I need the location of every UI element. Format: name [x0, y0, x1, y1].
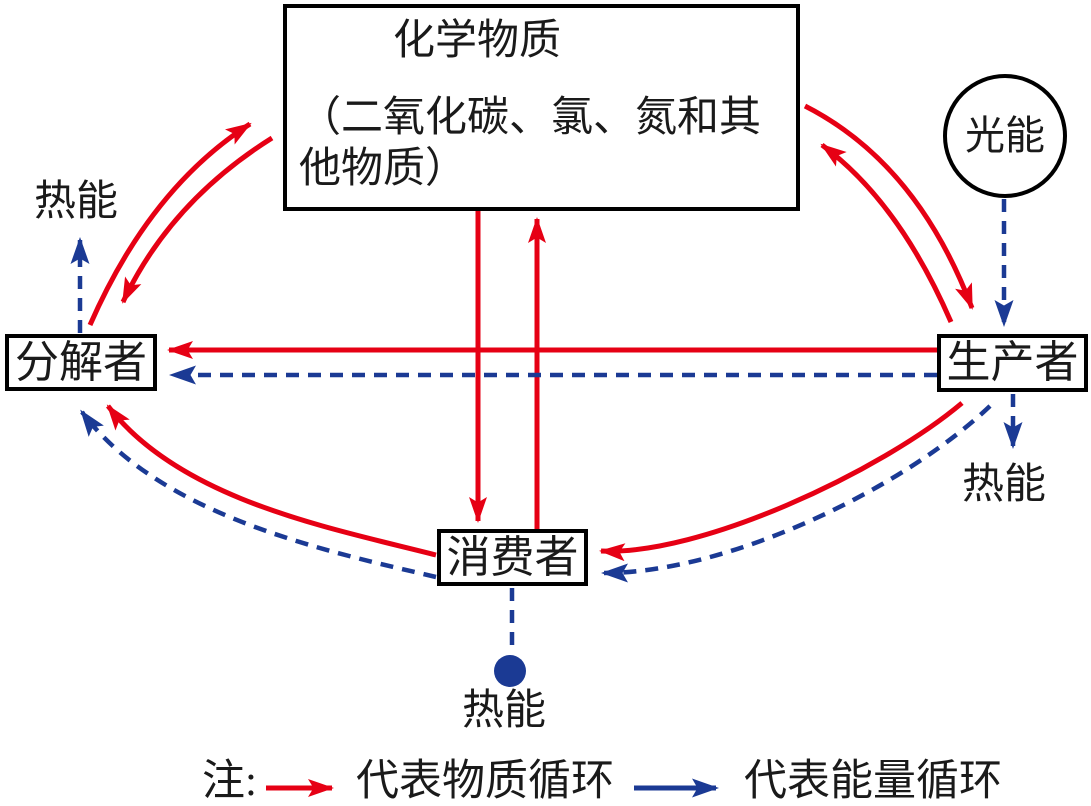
- heat-label-right: 热能: [962, 462, 1047, 508]
- arrow-chemical-to-decomposer-material: [120, 135, 274, 304]
- arrow-decomposer-to-chemical-material: [87, 121, 252, 327]
- arrow-producer-to-consumer-material: [599, 401, 964, 562]
- chemical-title: 化学物质: [393, 18, 562, 64]
- legend-energy-label: 代表能量循环: [744, 758, 1002, 805]
- light-energy-label: 光能: [965, 113, 1045, 158]
- arrow-producer-to-chemical-material: [820, 142, 954, 323]
- node-light-energy: 光能: [943, 74, 1067, 198]
- heat-label-bottom: 热能: [462, 688, 547, 734]
- node-chemical-substances: 化学物质 （二氧化碳、氯、氮和其他物质）: [283, 4, 800, 211]
- heat-label-top-left: 热能: [34, 179, 119, 225]
- node-decomposer: 分解者: [5, 334, 157, 391]
- node-consumer: 消费者: [437, 529, 588, 586]
- arrow-producer-to-consumer-energy: [601, 404, 992, 583]
- arrow-consumer-to-decomposer-material: [106, 404, 437, 558]
- arrow-chemical-to-producer-material: [803, 103, 975, 310]
- heat-dot: [494, 655, 526, 687]
- chemical-subtitle: （二氧化碳、氯、氮和其他物质）: [299, 95, 762, 193]
- node-producer: 生产者: [937, 334, 1088, 392]
- legend-prefix: 注:: [202, 758, 257, 805]
- producer-label: 生产者: [946, 338, 1079, 387]
- consumer-label: 消费者: [446, 532, 579, 582]
- arrow-consumer-to-decomposer-energy: [80, 409, 437, 580]
- legend-material-label: 代表物质循环: [356, 758, 614, 805]
- decomposer-label: 分解者: [15, 337, 147, 387]
